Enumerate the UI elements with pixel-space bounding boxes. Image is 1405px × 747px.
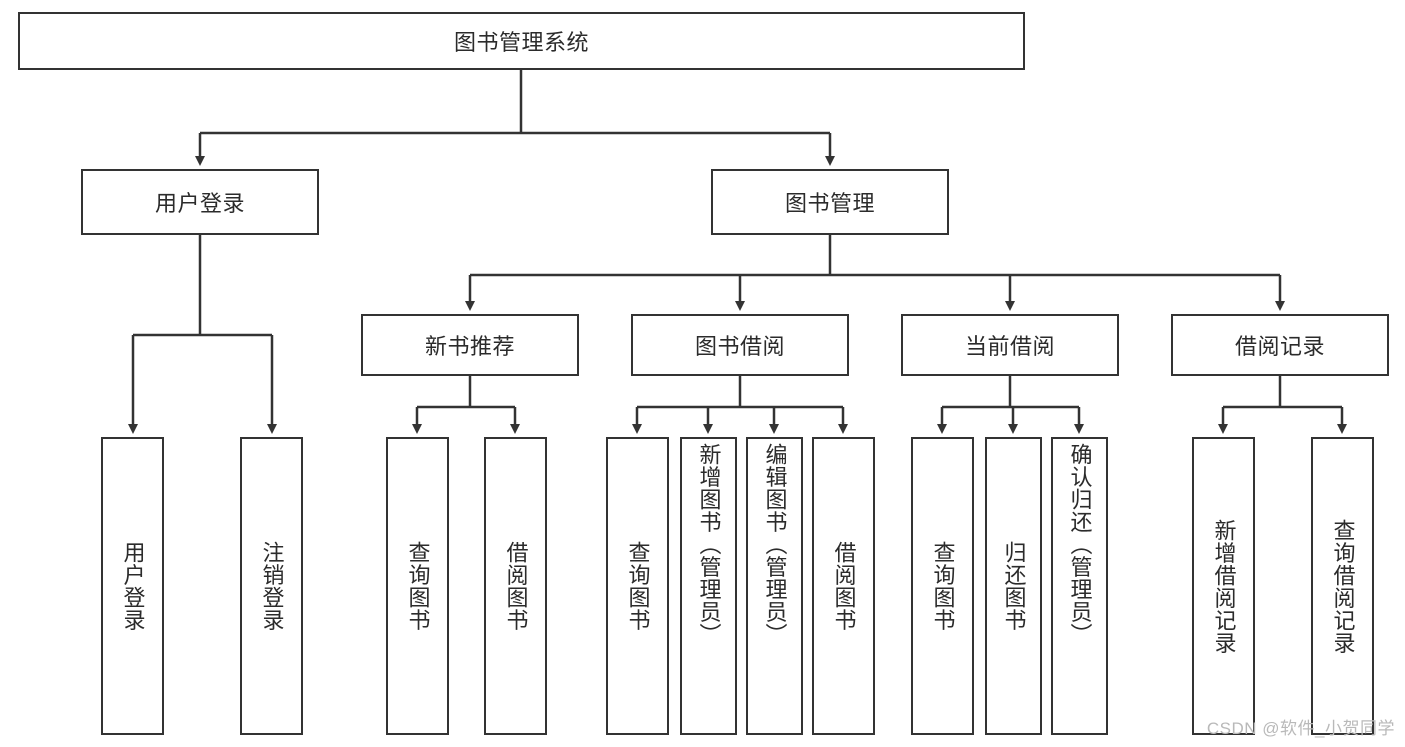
node-leaf-add-borrow-record[interactable]: 新增借阅记录 — [1192, 437, 1255, 735]
node-label: 当前借阅 — [964, 334, 1055, 359]
node-label: 借阅图书 — [503, 541, 529, 631]
node-level3-book-borrow[interactable]: 图书借阅 — [631, 314, 849, 376]
node-label: 归还图书 — [1001, 541, 1027, 631]
node-label: 查询图书 — [625, 541, 651, 631]
node-leaf-confirm-return-admin[interactable]: 确认归还（管理员） — [1051, 437, 1108, 735]
node-label: 借阅图书 — [831, 541, 857, 631]
node-leaf-query-book-borrow[interactable]: 查询图书 — [606, 437, 669, 735]
node-level2-user-login[interactable]: 用户登录 — [81, 169, 319, 235]
node-label: 注销登录 — [259, 541, 285, 631]
node-leaf-return-book[interactable]: 归还图书 — [985, 437, 1042, 735]
node-root[interactable]: 图书管理系统 — [18, 12, 1025, 70]
node-level2-book-management[interactable]: 图书管理 — [711, 169, 949, 235]
node-label: 用户登录 — [154, 191, 245, 216]
node-leaf-add-book-admin[interactable]: 新增图书（管理员） — [680, 437, 737, 735]
node-label: 新增图书（管理员） — [696, 443, 722, 646]
node-label: 查询借阅记录 — [1330, 518, 1356, 654]
node-label: 图书管理 — [784, 191, 875, 216]
node-label: 编辑图书（管理员） — [762, 443, 788, 646]
node-label: 查询图书 — [405, 541, 431, 631]
node-leaf-query-book-recommend[interactable]: 查询图书 — [386, 437, 449, 735]
node-label: 确认归还（管理员） — [1067, 443, 1093, 646]
node-level3-borrow-record[interactable]: 借阅记录 — [1171, 314, 1389, 376]
node-leaf-query-book-current[interactable]: 查询图书 — [911, 437, 974, 735]
node-label: 新增借阅记录 — [1211, 518, 1237, 654]
node-label: 新书推荐 — [424, 334, 515, 359]
node-leaf-borrow-book[interactable]: 借阅图书 — [812, 437, 875, 735]
node-leaf-logout[interactable]: 注销登录 — [240, 437, 303, 735]
node-label: 借阅记录 — [1234, 334, 1325, 359]
node-label: 查询图书 — [930, 541, 956, 631]
node-label: 用户登录 — [120, 541, 146, 631]
node-label: 图书借阅 — [694, 334, 785, 359]
node-leaf-edit-book-admin[interactable]: 编辑图书（管理员） — [746, 437, 803, 735]
node-label: 图书管理系统 — [453, 30, 589, 55]
node-leaf-query-borrow-record[interactable]: 查询借阅记录 — [1311, 437, 1374, 735]
node-leaf-borrow-book-recommend[interactable]: 借阅图书 — [484, 437, 547, 735]
node-level3-current-borrow[interactable]: 当前借阅 — [901, 314, 1119, 376]
node-leaf-user-login[interactable]: 用户登录 — [101, 437, 164, 735]
watermark: CSDN @软件_小贺同学 — [1206, 719, 1395, 738]
node-level3-new-book-recommend[interactable]: 新书推荐 — [361, 314, 579, 376]
